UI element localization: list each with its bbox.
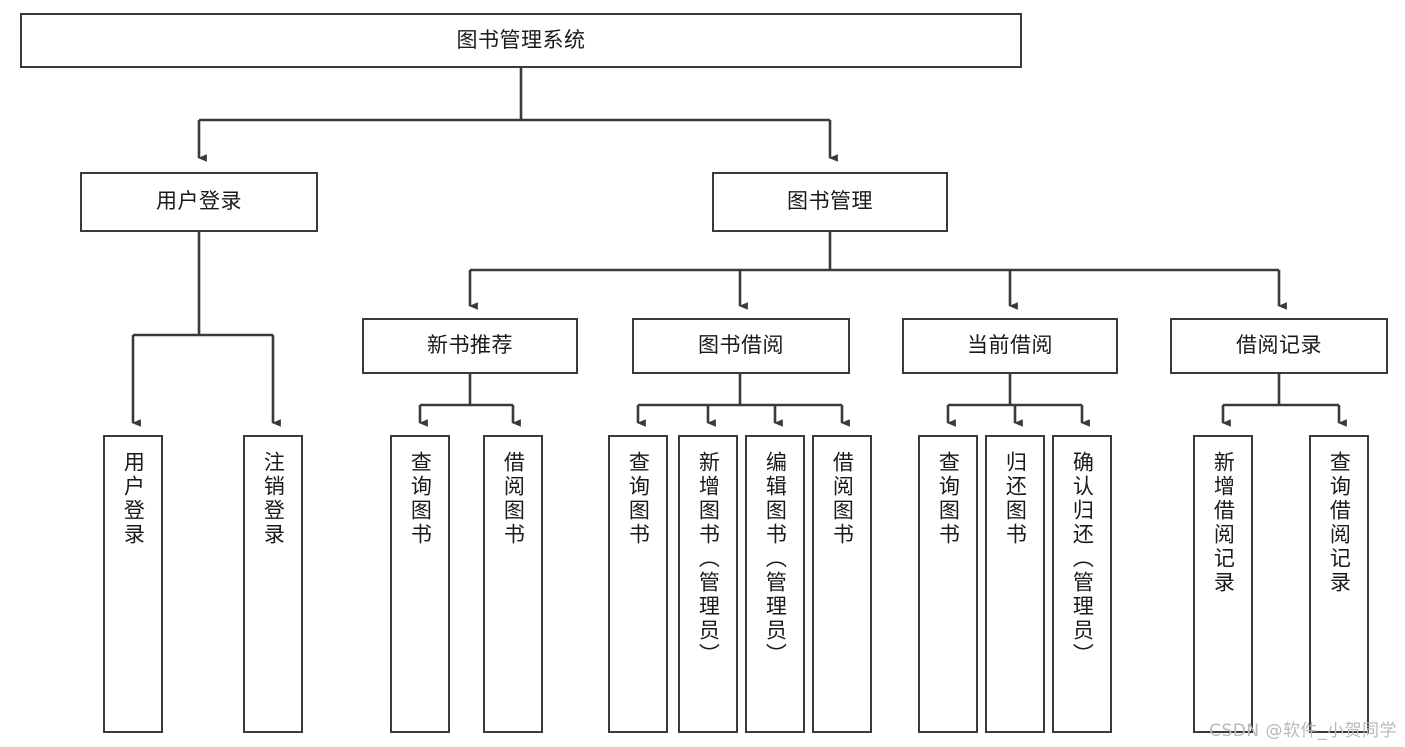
leaf-borrow-book-1[interactable]: 借阅图书 <box>483 435 543 733</box>
node-book-borrow[interactable]: 图书借阅 <box>632 318 850 374</box>
node-label: 图书管理系统 <box>456 27 586 52</box>
node-label: 借阅记录 <box>1236 333 1322 358</box>
node-borrow-record[interactable]: 借阅记录 <box>1170 318 1388 374</box>
node-label: 编辑图书（管理员） <box>763 451 788 667</box>
node-label: 查询借阅记录 <box>1327 451 1352 595</box>
watermark-text: CSDN @软件_小贺同学 <box>1209 721 1397 741</box>
node-label: 借阅图书 <box>830 451 855 547</box>
node-new-book-recommend[interactable]: 新书推荐 <box>362 318 578 374</box>
node-label: 新书推荐 <box>427 333 513 358</box>
node-label: 用户登录 <box>156 189 242 214</box>
node-label: 图书管理 <box>787 189 873 214</box>
leaf-query-record[interactable]: 查询借阅记录 <box>1309 435 1369 733</box>
node-user-login[interactable]: 用户登录 <box>80 172 318 232</box>
node-label: 当前借阅 <box>967 333 1053 358</box>
node-book-manage[interactable]: 图书管理 <box>712 172 948 232</box>
node-root-system[interactable]: 图书管理系统 <box>20 13 1022 68</box>
leaf-query-book-3[interactable]: 查询图书 <box>918 435 978 733</box>
node-label: 查询图书 <box>408 451 433 547</box>
node-label: 新增图书（管理员） <box>696 451 721 667</box>
leaf-add-book[interactable]: 新增图书（管理员） <box>678 435 738 733</box>
leaf-user-login[interactable]: 用户登录 <box>103 435 163 733</box>
node-label: 借阅图书 <box>501 451 526 547</box>
leaf-logout[interactable]: 注销登录 <box>243 435 303 733</box>
node-label: 注销登录 <box>261 451 286 547</box>
leaf-query-book-1[interactable]: 查询图书 <box>390 435 450 733</box>
leaf-return-book[interactable]: 归还图书 <box>985 435 1045 733</box>
leaf-query-book-2[interactable]: 查询图书 <box>608 435 668 733</box>
node-label: 确认归还（管理员） <box>1070 451 1095 667</box>
node-label: 用户登录 <box>121 451 146 547</box>
leaf-borrow-book-2[interactable]: 借阅图书 <box>812 435 872 733</box>
node-label: 归还图书 <box>1003 451 1028 547</box>
node-current-borrow[interactable]: 当前借阅 <box>902 318 1118 374</box>
node-label: 图书借阅 <box>698 333 784 358</box>
leaf-confirm-return[interactable]: 确认归还（管理员） <box>1052 435 1112 733</box>
node-label: 查询图书 <box>626 451 651 547</box>
node-label: 查询图书 <box>936 451 961 547</box>
leaf-add-record[interactable]: 新增借阅记录 <box>1193 435 1253 733</box>
node-label: 新增借阅记录 <box>1211 451 1236 595</box>
leaf-edit-book[interactable]: 编辑图书（管理员） <box>745 435 805 733</box>
